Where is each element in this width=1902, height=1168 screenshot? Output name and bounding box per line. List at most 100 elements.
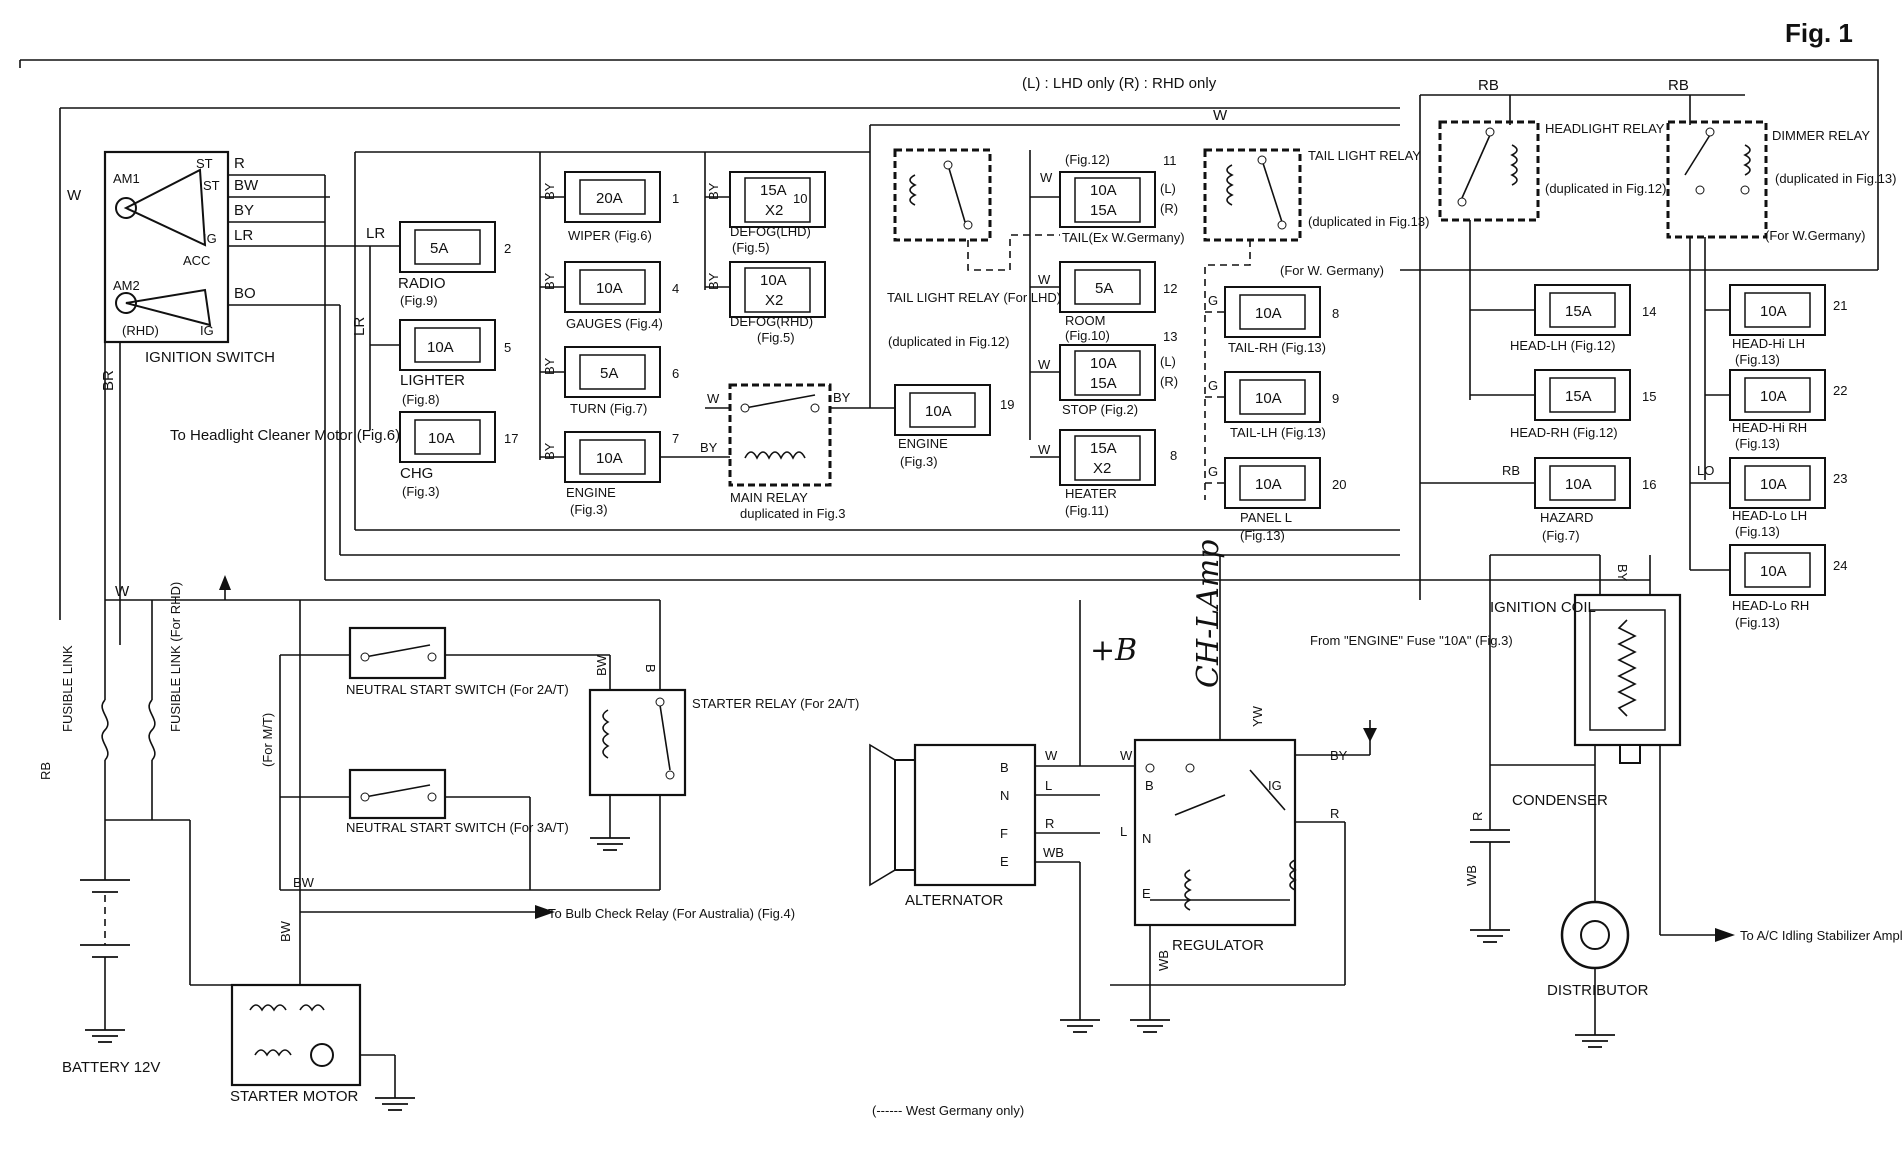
fuse-defog-rhd: 10A X2 DEFOG(RHD) (Fig.5) — [729, 261, 826, 345]
wire-code-g: G — [1208, 378, 1218, 393]
wire-code-w: W — [1040, 170, 1053, 185]
svg-text:HEAD-RH (Fig.12): HEAD-RH (Fig.12) — [1510, 425, 1618, 440]
svg-text:10A: 10A — [925, 403, 952, 420]
svg-text:11: 11 — [1163, 153, 1177, 168]
svg-text:(Fig.8): (Fig.8) — [402, 392, 440, 407]
svg-text:ROOM: ROOM — [1065, 313, 1105, 328]
wire-code-bw: BW — [594, 654, 609, 676]
wire-code-w: W — [1045, 748, 1058, 763]
terminal-ig2: IG — [200, 323, 214, 338]
svg-text:10A: 10A — [1760, 476, 1787, 493]
svg-text:DEFOG(RHD): DEFOG(RHD) — [730, 314, 813, 329]
terminal-am1: AM1 — [113, 171, 140, 186]
alternator — [869, 743, 1037, 887]
wire-code-lr: LR — [351, 317, 368, 336]
starter-motor-label: STARTER MOTOR — [230, 1088, 359, 1105]
alt-terminal-f: F — [1000, 826, 1008, 841]
headlight-relay-note: (duplicated in Fig.12) — [1545, 181, 1666, 196]
svg-text:20: 20 — [1332, 477, 1346, 492]
svg-text:(Fig.11): (Fig.11) — [1065, 503, 1109, 518]
svg-text:HAZARD: HAZARD — [1540, 510, 1593, 525]
starter-relay — [588, 688, 687, 797]
wire-code-w: W — [1038, 272, 1051, 287]
svg-text:TAIL-LH (Fig.13): TAIL-LH (Fig.13) — [1230, 425, 1326, 440]
ignition-switch-label: IGNITION SWITCH — [145, 349, 275, 366]
neutral-start-switch-3at — [348, 768, 447, 820]
svg-text:5A: 5A — [1095, 280, 1113, 297]
svg-text:TAIL(Ex W.Germany): TAIL(Ex W.Germany) — [1062, 230, 1185, 245]
svg-text:15A: 15A — [1090, 440, 1117, 457]
fuse-gauges: 10A 4 GAUGES (Fig.4) — [564, 261, 679, 331]
wire-code-g: G — [1208, 464, 1218, 479]
svg-text:15A: 15A — [1090, 375, 1117, 392]
wire-code-lo: LO — [1697, 463, 1714, 478]
svg-text:(L): (L) — [1160, 354, 1176, 369]
svg-text:23: 23 — [1833, 471, 1847, 486]
fuse-head-lo-lh: 10A 23 HEAD-Lo LH (Fig.13) — [1729, 457, 1847, 539]
svg-text:(R): (R) — [1160, 374, 1178, 389]
distributor — [1560, 900, 1630, 1048]
tail-light-relay-note: (duplicated in Fig.13) — [1308, 214, 1429, 229]
fuse-hazard: 10A 16 HAZARD (Fig.7) — [1534, 457, 1656, 543]
svg-text:10A: 10A — [596, 450, 623, 467]
wire-code-rb: RB — [1668, 77, 1689, 94]
svg-text:ENGINE: ENGINE — [898, 436, 948, 451]
condenser-label: CONDENSER — [1512, 792, 1608, 809]
fuse-panel: 10A 20 PANEL L (Fig.13) — [1224, 457, 1346, 543]
starter-relay-label: STARTER RELAY (For 2A/T) — [692, 696, 859, 711]
wire-code-rb: RB — [1502, 463, 1520, 478]
svg-text:HEAD-LH (Fig.12): HEAD-LH (Fig.12) — [1510, 338, 1615, 353]
svg-text:(Fig.5): (Fig.5) — [757, 330, 795, 345]
svg-text:15A: 15A — [1090, 202, 1117, 219]
ignition-switch[interactable]: AM1 ST ST IG ACC AM2 IG (RHD) — [103, 150, 230, 344]
wire-code-bw: BW — [278, 920, 293, 942]
fuse-head-hi-lh: 10A 21 HEAD-Hi LH (Fig.13) — [1729, 284, 1847, 367]
dimmer-relay-ger: (For W.Germany) — [1765, 228, 1865, 243]
svg-text:X2: X2 — [765, 202, 783, 219]
svg-text:15A: 15A — [1565, 388, 1592, 405]
svg-text:(Fig.13): (Fig.13) — [1735, 352, 1780, 367]
svg-text:10A: 10A — [1760, 303, 1787, 320]
tail-light-relay-lhd-label: TAIL LIGHT RELAY (For LHD) — [887, 290, 1061, 305]
svg-text:6: 6 — [672, 366, 679, 381]
svg-text:10A: 10A — [1565, 476, 1592, 493]
svg-text:STOP (Fig.2): STOP (Fig.2) — [1062, 402, 1138, 417]
wire-code-w: W — [1120, 748, 1133, 763]
main-relay-w: W — [707, 391, 720, 406]
svg-text:4: 4 — [672, 281, 679, 296]
fusible-link-rhd-label: FUSIBLE LINK (For RHD) — [168, 582, 183, 732]
condenser — [1470, 765, 1510, 943]
headlight-relay-label: HEADLIGHT RELAY — [1545, 121, 1665, 136]
dimmer-relay-label: DIMMER RELAY — [1772, 128, 1870, 143]
svg-text:10A: 10A — [596, 280, 623, 297]
headlight-cleaner-note: To Headlight Cleaner Motor (Fig.6) — [170, 427, 400, 444]
rhd-note: (RHD) — [122, 323, 159, 338]
wire-code-lr: LR — [366, 225, 385, 242]
terminal-acc: ACC — [183, 253, 210, 268]
svg-text:7: 7 — [672, 431, 679, 446]
tail-light-relay-lhd-note: (duplicated in Fig.12) — [888, 334, 1009, 349]
fuse-engine-19: 10A 19 ENGINE (Fig.3) — [894, 384, 1014, 469]
battery-label: BATTERY 12V — [62, 1059, 160, 1076]
fuse-room: 5A 12 ROOM (Fig.10) — [1059, 261, 1177, 343]
svg-text:13: 13 — [1163, 329, 1177, 344]
svg-text:10A: 10A — [1255, 390, 1282, 407]
wire-code-by: BY — [542, 182, 557, 200]
wire-lr: LR — [234, 227, 253, 244]
svg-text:10A: 10A — [1090, 182, 1117, 199]
neutral-start-switch-2at — [348, 626, 447, 680]
ac-note: To A/C Idling Stabilizer Amplifier (Fig.… — [1740, 928, 1902, 943]
main-relay-by: BY — [833, 390, 851, 405]
handwritten-ch-lamp: CH-LAmp — [1191, 540, 1226, 689]
svg-text:10A: 10A — [1760, 388, 1787, 405]
regulator — [1133, 738, 1297, 927]
main-relay-label: MAIN RELAY — [730, 490, 808, 505]
for-mt-label: (For M/T) — [260, 713, 275, 767]
wire-code-by: BY — [1615, 564, 1630, 582]
wire-code-by: BY — [542, 272, 557, 290]
svg-text:(Fig.5): (Fig.5) — [732, 240, 770, 255]
reg-terminal-n: N — [1142, 831, 1151, 846]
wire-code-rb: RB — [38, 762, 53, 780]
svg-text:10A: 10A — [1255, 476, 1282, 493]
